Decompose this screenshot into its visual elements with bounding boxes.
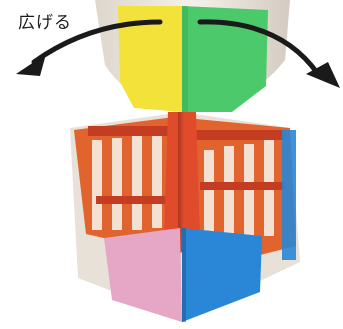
caption-label: 広げる <box>18 13 72 33</box>
curved-arrow-left-icon <box>31 19 163 65</box>
lower-pink-panel <box>104 228 182 322</box>
lower-blue-panel <box>182 228 262 322</box>
upper-yellow-panel <box>118 6 182 112</box>
curved-arrow-right-icon <box>197 19 321 77</box>
upper-green-panel <box>182 6 268 112</box>
